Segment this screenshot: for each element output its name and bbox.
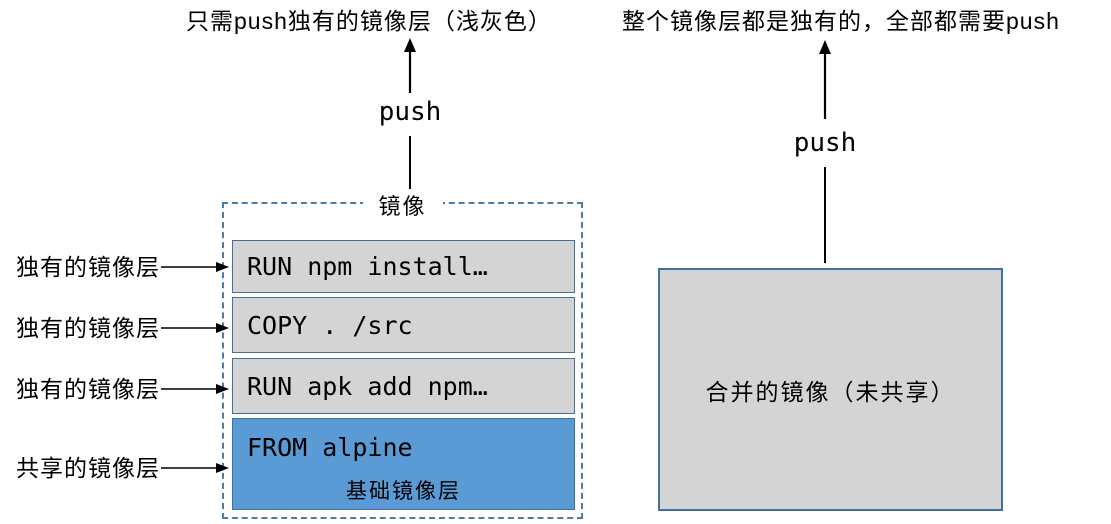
row-label-shared: 共享的镜像层	[16, 455, 160, 481]
push-arrow-up-right-icon	[819, 40, 831, 119]
from-alpine-code: FROM alpine	[247, 433, 413, 462]
layer-run-apk-add: RUN apk add npm…	[232, 358, 575, 414]
row-arrow-3-icon	[161, 384, 229, 394]
row-arrow-2-icon	[161, 323, 229, 333]
layer-run-npm-install: RUN npm install…	[232, 240, 575, 293]
push-line-left	[409, 136, 411, 190]
push-arrow-up-left-icon	[404, 38, 416, 93]
row-label-unique-3: 独有的镜像层	[16, 376, 160, 402]
image-box-title: 镜像	[362, 189, 443, 221]
row-arrow-4-icon	[161, 463, 229, 473]
row-label-unique-1: 独有的镜像层	[16, 254, 160, 280]
merged-image-box: 合并的镜像（未共享）	[658, 268, 1003, 511]
push-label-left: push	[378, 97, 442, 127]
row-arrow-1-icon	[161, 262, 229, 272]
merged-image-label: 合并的镜像（未共享）	[705, 378, 956, 405]
layer-from-alpine: FROM alpine 基础镜像层	[232, 418, 575, 510]
image-dashed-box: 镜像	[222, 189, 583, 519]
caption-left: 只需push独有的镜像层（浅灰色）	[186, 8, 552, 34]
caption-right: 整个镜像层都是独有的，全部都需要push	[622, 8, 1060, 34]
row-label-unique-2: 独有的镜像层	[16, 315, 160, 341]
layer-copy-src: COPY . /src	[232, 297, 575, 353]
base-image-sublabel: 基础镜像层	[346, 480, 461, 503]
push-line-right	[824, 167, 826, 263]
push-label-right: push	[793, 128, 857, 158]
